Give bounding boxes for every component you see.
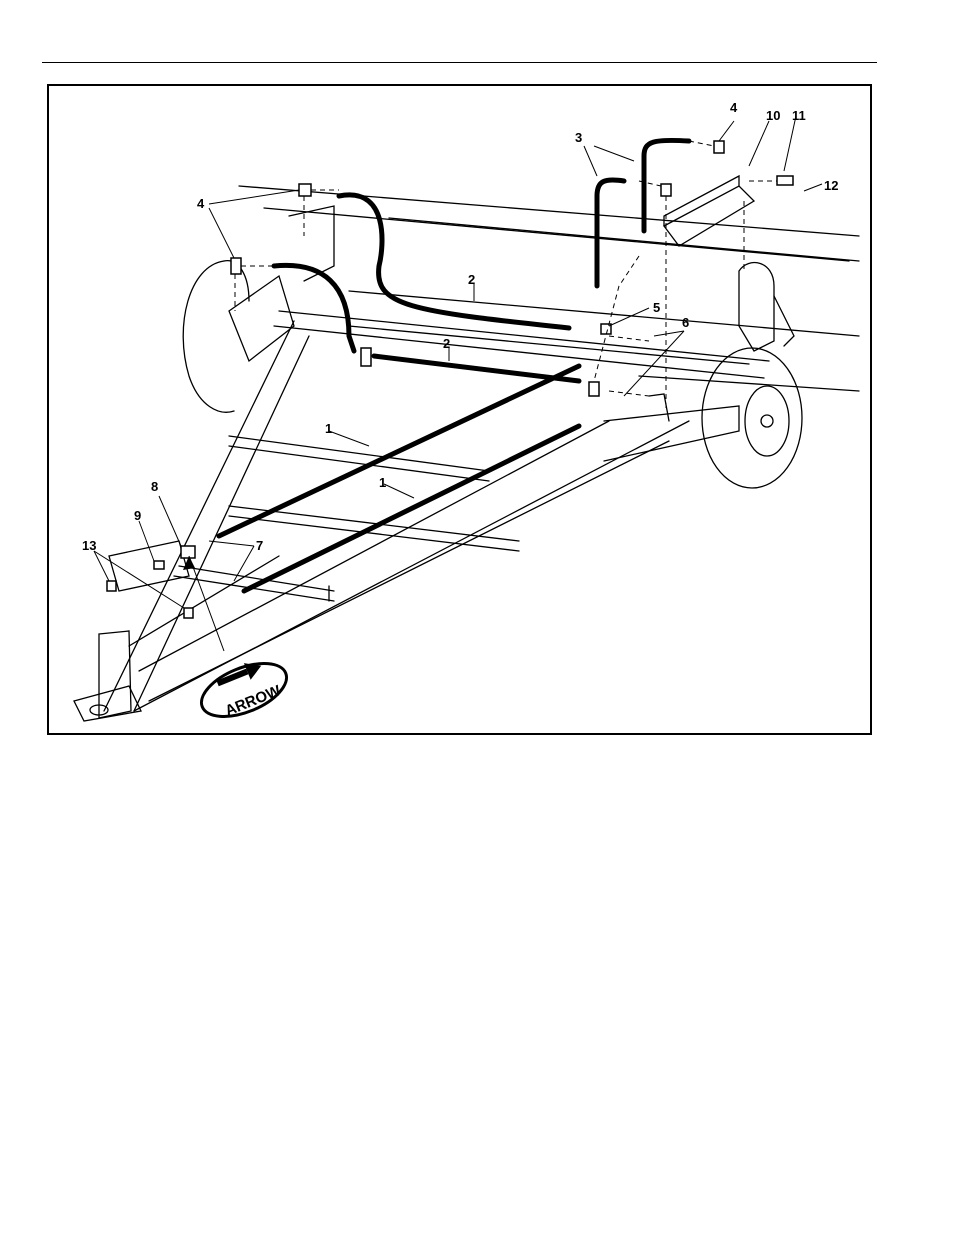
figure-frame: ARROW 1 1 2 2 3 4 4 5 6 7 8 9 10 11 12 1… [47,84,872,735]
assembly-line [609,391,649,396]
hydraulic-cylinder [664,186,754,246]
fitting [299,184,311,196]
bed-stripe [389,218,859,261]
leader-line [804,184,822,191]
right-wheel-center [761,415,773,427]
bed-stripe [264,208,849,261]
callout-9: 9 [134,508,141,523]
hitch-plate [99,631,131,718]
callout-3: 3 [575,130,582,145]
callout-2-upper: 2 [468,272,475,287]
leader-line [384,484,414,498]
frame-rail [139,421,609,671]
left-wheel [183,261,234,412]
callout-4-left: 4 [197,196,205,211]
fitting [661,184,671,196]
fitting [231,258,241,274]
hose-2-upper [339,195,569,328]
fitting [107,581,116,591]
hinge-bracket [739,263,774,351]
leader-line [209,190,299,204]
fitting [777,176,793,185]
fitting [589,382,599,396]
leader-line [784,116,796,171]
leader-line [234,546,254,581]
axle-housing [604,406,739,461]
leader-line [719,121,734,141]
fitting [181,546,195,558]
right-wheel [702,348,802,488]
cross-member [229,446,489,481]
hydraulic-lines-diagram: ARROW 1 1 2 2 3 4 4 5 6 7 8 9 10 11 12 1… [49,86,870,733]
leader-line [594,146,634,161]
assembly-line [609,336,649,341]
callout-10: 10 [766,108,780,123]
leader-line [584,146,597,176]
callout-12: 12 [824,178,838,193]
frame-rail [149,441,669,701]
callout-13: 13 [82,538,96,553]
callout-11: 11 [792,108,806,123]
bed-stripe [639,376,859,391]
fitting [361,348,371,366]
leader-line [209,541,254,546]
fitting [184,608,193,618]
assembly-line [689,141,714,146]
leader-line [209,208,234,258]
leader-line [329,431,369,446]
cross-member [229,436,489,471]
leader-line [139,521,154,561]
fitting [714,141,724,153]
callout-7: 7 [256,538,263,553]
callout-1-lower: 1 [379,475,386,490]
callout-5: 5 [653,300,660,315]
right-wheel-hub [745,386,789,456]
hose-3-left [597,180,624,286]
callout-6: 6 [682,315,689,330]
callout-4-right: 4 [730,100,738,115]
bed-stripe [239,186,859,236]
hydraulic-cylinder [664,176,739,226]
header-rule [42,62,877,63]
rear-beam [279,311,769,361]
leader-line [749,121,769,166]
fitting [154,561,164,569]
callout-1-upper: 1 [325,421,332,436]
callout-2-lower: 2 [443,336,450,351]
leader-line [159,496,181,546]
hinge-bracket [774,296,794,346]
hose-2-lower [374,356,579,381]
left-bracket [229,276,294,361]
frame-rail [134,336,309,711]
callout-8: 8 [151,479,158,494]
